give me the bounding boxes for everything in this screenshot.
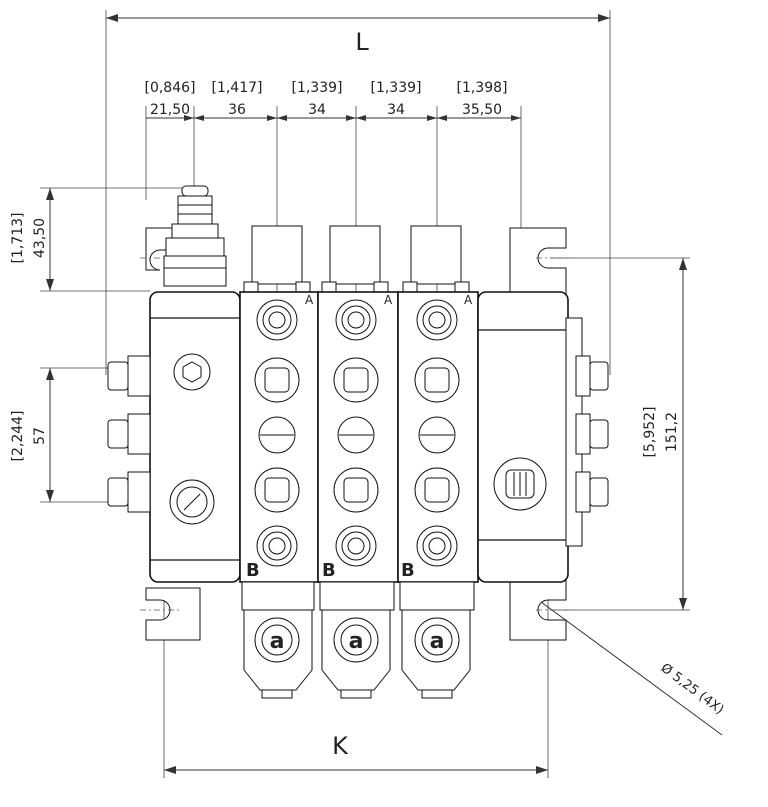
hole-note: Ø 5,25 (4X): [658, 661, 727, 718]
port-b-2: B: [322, 560, 336, 581]
port-a-3: A: [464, 293, 473, 307]
handle-logo-2: a: [349, 629, 364, 654]
side-bolts-left: [107, 355, 151, 513]
hole-leader: [521, 587, 723, 736]
l-arrow-left: [106, 14, 118, 22]
relief-valve: [163, 185, 227, 287]
sec-0-inch: [0,846]: [144, 80, 195, 96]
lever-handle-3: a: [399, 581, 475, 699]
port-b-3: B: [401, 560, 415, 581]
handle-logo-1: a: [270, 629, 285, 654]
port-mm: 57: [32, 427, 48, 445]
sec-2-mm: 34: [308, 102, 326, 118]
l-label: L: [355, 28, 369, 56]
relief-inch: [1,713]: [10, 212, 26, 263]
handle-logo-3: a: [430, 629, 445, 654]
port-inch: [2,244]: [10, 410, 26, 461]
work-section-1: B A: [239, 291, 319, 583]
outlet-section: [477, 291, 583, 583]
sec-2-inch: [1,339]: [291, 80, 342, 96]
lever-handle-2: a: [319, 581, 395, 699]
port-b-1: B: [246, 560, 260, 581]
l-arrow-right: [598, 14, 610, 22]
sec-4-mm: 35,50: [462, 102, 502, 118]
relief-mm: 43,50: [32, 218, 48, 258]
lever-handle-1: a: [241, 581, 315, 699]
work-section-3: B A: [397, 291, 479, 583]
sec-3-inch: [1,339]: [370, 80, 421, 96]
spool-caps: [243, 225, 470, 295]
mount-foot-top-right: [509, 227, 567, 301]
sec-1-mm: 36: [228, 102, 246, 118]
mount-mm: 151,2: [664, 412, 680, 452]
mount-foot-bottom-left: [145, 587, 201, 641]
sec-4-inch: [1,398]: [456, 80, 507, 96]
work-section-2: B A: [317, 291, 399, 583]
mount-inch: [5,952]: [642, 406, 658, 457]
side-bolts-right: [575, 355, 609, 513]
inlet-section: [149, 291, 241, 583]
port-a-2: A: [384, 293, 393, 307]
sec-3-mm: 34: [387, 102, 405, 118]
port-a-1: A: [305, 293, 314, 307]
sec-1-inch: [1,417]: [211, 80, 262, 96]
sec-0-mm: 21,50: [150, 102, 190, 118]
k-label: K: [332, 732, 349, 760]
